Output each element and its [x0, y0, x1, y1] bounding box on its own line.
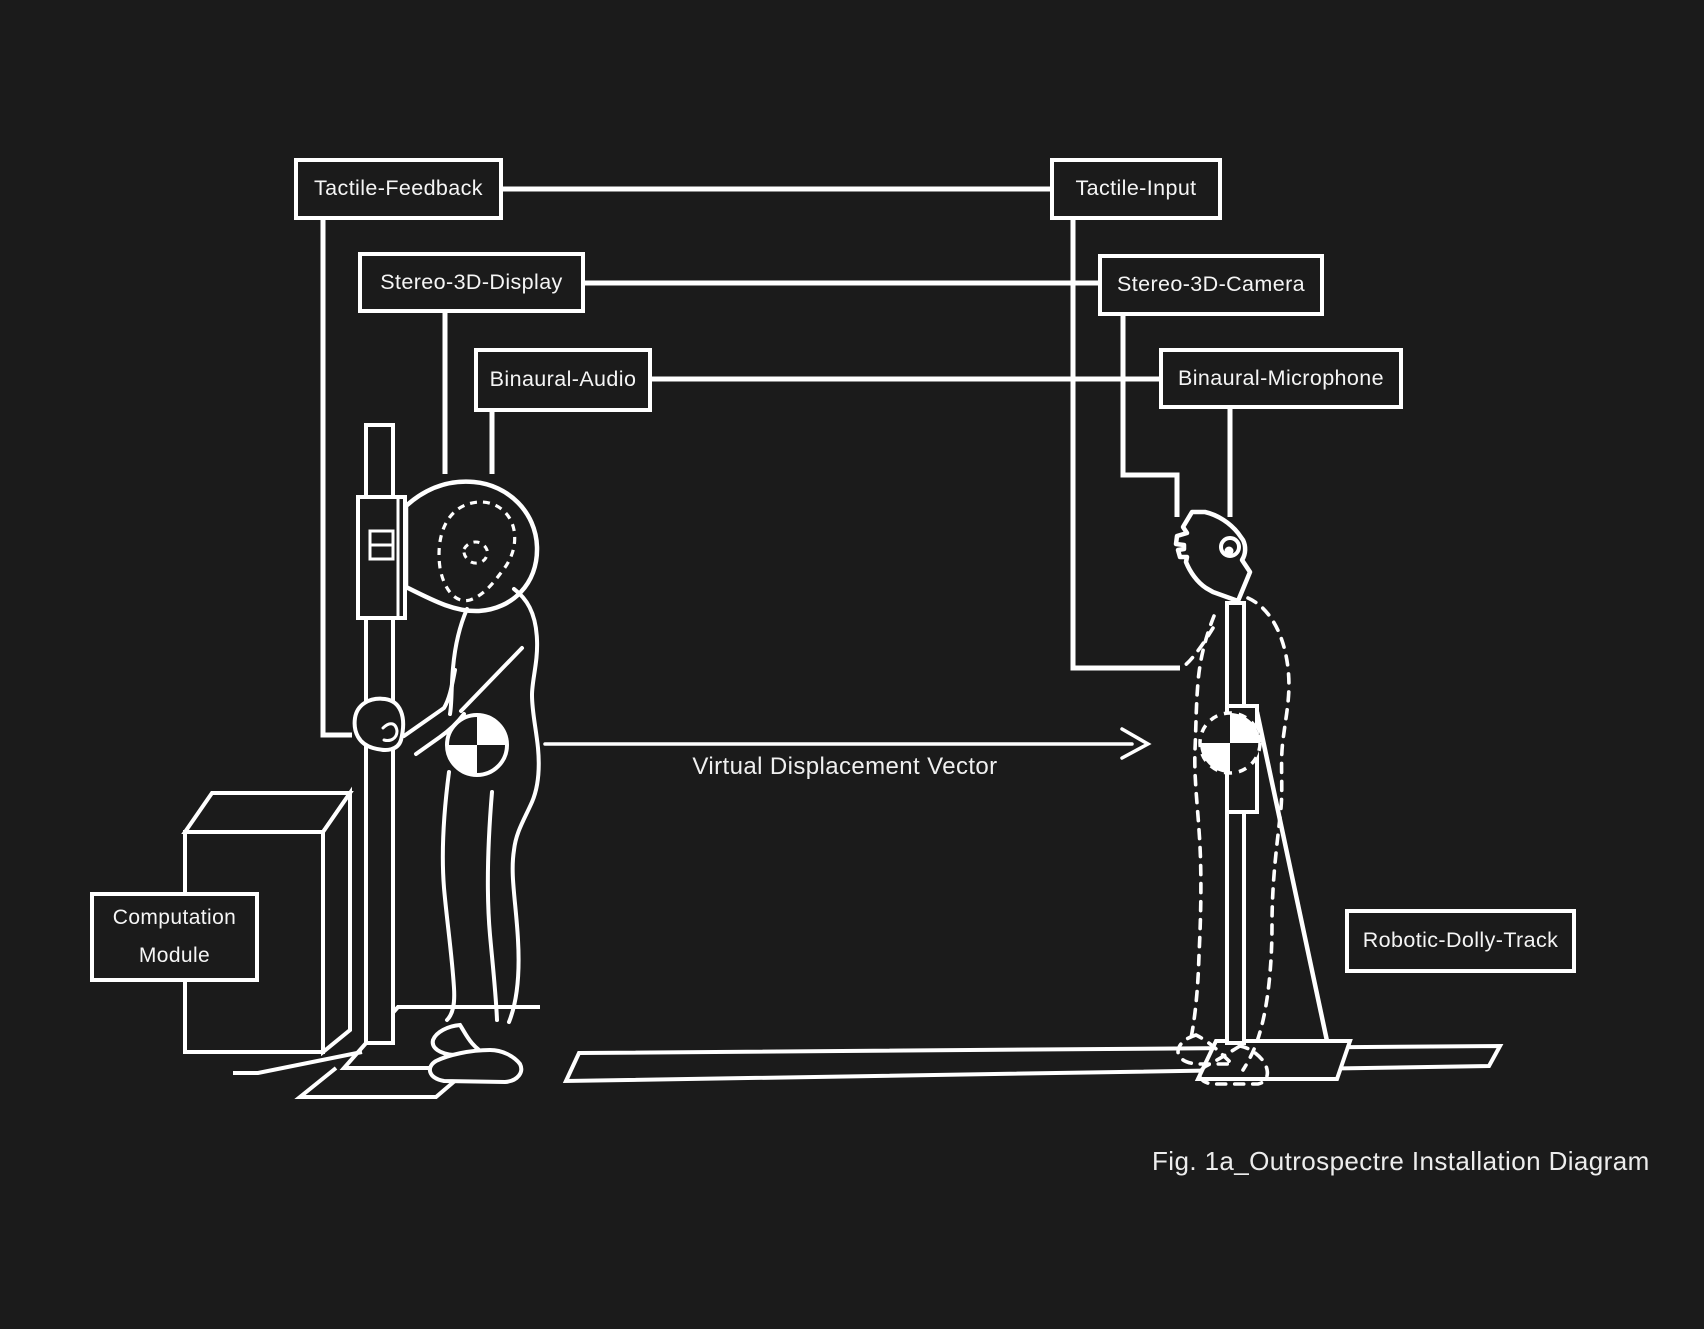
ghost-arm [1181, 626, 1215, 669]
cg-quadrant-tr [477, 715, 507, 745]
operator-thumb [381, 722, 399, 742]
rig-pole [1225, 601, 1246, 1045]
operator-foot-near [430, 1022, 490, 1058]
ghost-foot-near [1176, 1033, 1237, 1066]
label-stereo-3d-camera: Stereo-3D-Camera [1098, 254, 1324, 316]
displacement-arrow [543, 727, 1152, 760]
label-binaural-microphone: Binaural-Microphone [1159, 348, 1403, 409]
label-tactile-input: Tactile-Input [1050, 158, 1222, 220]
robot-ear-dot [1224, 546, 1234, 556]
arrow-head [1120, 727, 1152, 760]
drop-tactile-feedback [320, 215, 352, 738]
robotic-dolly [1194, 1039, 1353, 1081]
operator-far-arm [459, 646, 524, 713]
cg-quadrant-bl [1200, 743, 1230, 773]
rig-support-strut [1254, 711, 1330, 1042]
label-computation-module: Computation Module [90, 892, 259, 982]
figure-caption: Fig. 1a_Outrospectre Installation Diagra… [1152, 1146, 1650, 1176]
ghost-front-outline [1189, 614, 1216, 1040]
cg-quadrant-tr [1230, 713, 1260, 743]
computation-module-base-edge [233, 1050, 363, 1075]
operator-fist [352, 696, 406, 752]
display-helmet-shell [403, 479, 540, 614]
operator-back-outline [507, 587, 541, 1024]
connector-lines [320, 186, 1233, 738]
surrogate-robot-head [1173, 509, 1253, 604]
cg-marker-virtual [1198, 711, 1262, 775]
drop-tactile-input [1070, 215, 1180, 671]
ghost-back-outline [1241, 596, 1291, 1072]
arrow-label: Virtual Displacement Vector [692, 753, 998, 780]
computation-module-line1: Computation [112, 906, 237, 930]
surrogate-rig [1173, 509, 1353, 1081]
cg-marker-operator [445, 713, 509, 777]
operator-arm-upper-edge [402, 668, 457, 738]
computation-box-side [321, 786, 352, 1057]
drop-stereo-3d-camera [1120, 312, 1180, 517]
operator-chest-outline [448, 607, 469, 716]
operator-inner-leg [485, 790, 499, 1022]
operator-foot-far [427, 1047, 524, 1085]
cg-quadrant-bl [447, 745, 477, 775]
ghost-foot-far [1198, 1044, 1270, 1086]
operator-head-dashed [437, 500, 517, 603]
label-binaural-audio: Binaural-Audio [474, 348, 652, 412]
operator-figure [352, 587, 541, 1085]
virtual-body-ghost [1176, 596, 1291, 1086]
label-robotic-dolly-track: Robotic-Dolly-Track [1345, 909, 1576, 973]
operator-ear-dashed [462, 540, 489, 565]
label-stereo-3d-display: Stereo-3D-Display [358, 252, 585, 313]
operator-front-leg [440, 770, 457, 1022]
dolly-track-rail [562, 1043, 1504, 1084]
label-tactile-feedback: Tactile-Feedback [294, 158, 503, 220]
computation-module-line2: Module [138, 944, 211, 967]
